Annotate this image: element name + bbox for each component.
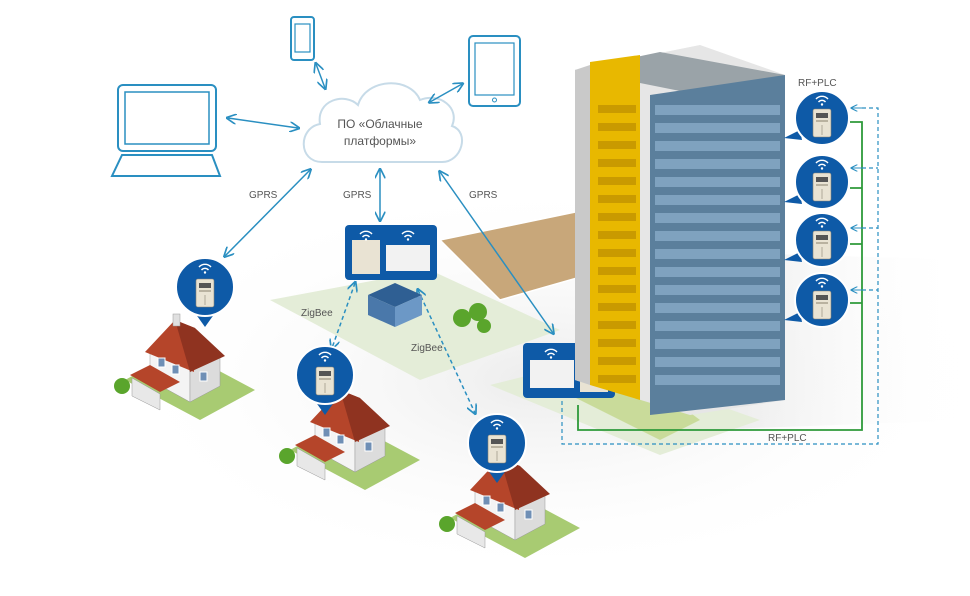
balcony — [598, 339, 636, 347]
gprs-label-center: GPRS — [343, 190, 372, 201]
gprs-label-right: GPRS — [469, 190, 498, 201]
balcony — [598, 123, 636, 131]
window-row — [655, 357, 780, 367]
balcony — [598, 321, 636, 329]
apartment-meter-2 — [784, 155, 849, 209]
balcony — [598, 177, 636, 185]
window-row — [655, 177, 780, 187]
cloud-label-line1: ПО «Облачные — [337, 117, 423, 131]
cloud-platform: ПО «Облачные платформы» — [302, 82, 463, 163]
rfplc-label-top: RF+PLC — [798, 78, 837, 89]
balcony — [598, 105, 636, 113]
network-arrows — [225, 64, 553, 413]
window-row — [655, 105, 780, 115]
balcony — [598, 285, 636, 293]
window-row — [655, 267, 780, 277]
window-row — [655, 321, 780, 331]
balcony — [598, 141, 636, 149]
data-concentrator-zigbee — [345, 225, 437, 280]
balcony — [598, 159, 636, 167]
window-row — [655, 303, 780, 313]
rf-plc-links — [561, 108, 879, 445]
zigbee-label-center: ZigBee — [411, 343, 443, 354]
balcony — [598, 249, 636, 257]
window-row — [655, 231, 780, 241]
balcony — [598, 267, 636, 275]
window-row — [655, 285, 780, 295]
apartment-meter-1 — [784, 91, 849, 145]
window-row — [655, 141, 780, 151]
balcony — [598, 231, 636, 239]
balcony — [598, 375, 636, 383]
substation — [368, 283, 491, 333]
balcony — [598, 195, 636, 203]
rfplc-label-bottom: RF+PLC — [768, 433, 807, 444]
cloud-label-line2: платформы» — [344, 134, 417, 148]
apartment-building — [575, 45, 785, 415]
balcony — [598, 213, 636, 221]
window-row — [655, 123, 780, 133]
balcony — [598, 303, 636, 311]
window-row — [655, 195, 780, 205]
laptop-icon — [110, 84, 222, 177]
window-row — [655, 249, 780, 259]
window-row — [655, 213, 780, 223]
zigbee-label-left: ZigBee — [301, 308, 333, 319]
window-row — [655, 375, 780, 385]
gprs-label-left: GPRS — [249, 190, 278, 201]
tablet-icon — [468, 35, 521, 107]
window-row — [655, 339, 780, 349]
window-row — [655, 159, 780, 169]
balcony — [598, 357, 636, 365]
smartphone-icon — [290, 16, 315, 61]
